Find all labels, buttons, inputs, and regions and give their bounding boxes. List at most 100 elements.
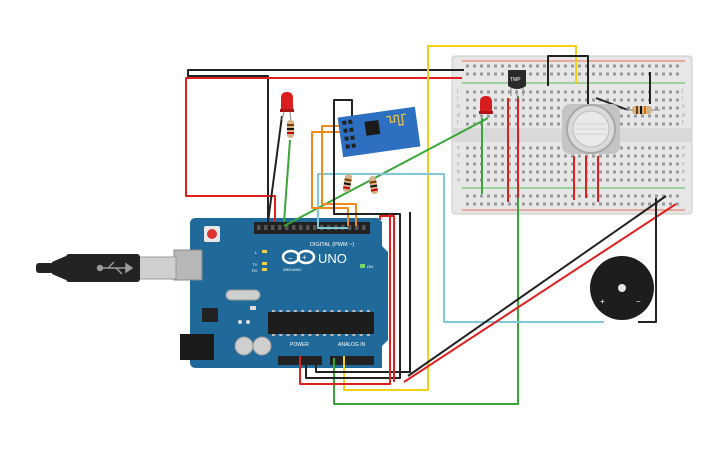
- breadboard-hole[interactable]: [466, 114, 469, 118]
- breadboard-hole[interactable]: [529, 154, 532, 158]
- breadboard-hole[interactable]: [557, 162, 560, 166]
- breadboard-hole[interactable]: [550, 146, 553, 150]
- breadboard-hole[interactable]: [536, 194, 539, 198]
- breadboard-hole[interactable]: [529, 170, 532, 174]
- breadboard-hole[interactable]: [578, 90, 581, 94]
- breadboard-hole[interactable]: [564, 154, 567, 158]
- breadboard-hole[interactable]: [655, 98, 658, 102]
- breadboard-hole[interactable]: [655, 170, 658, 174]
- breadboard-hole[interactable]: [515, 122, 518, 126]
- breadboard-hole[interactable]: [543, 122, 546, 126]
- breadboard-hole[interactable]: [627, 194, 630, 198]
- breadboard-hole[interactable]: [508, 170, 511, 174]
- wire-black-buzzer[interactable]: [638, 198, 657, 323]
- breadboard-hole[interactable]: [613, 98, 616, 102]
- breadboard-hole[interactable]: [473, 194, 476, 198]
- breadboard-hole[interactable]: [515, 154, 518, 158]
- breadboard-hole[interactable]: [473, 146, 476, 150]
- breadboard-hole[interactable]: [487, 64, 490, 68]
- breadboard-hole[interactable]: [655, 72, 658, 76]
- breadboard-hole[interactable]: [564, 90, 567, 94]
- breadboard-hole[interactable]: [550, 106, 553, 110]
- breadboard-hole[interactable]: [655, 64, 658, 68]
- breadboard-hole[interactable]: [494, 202, 497, 206]
- breadboard-hole[interactable]: [536, 146, 539, 150]
- breadboard-hole[interactable]: [480, 114, 483, 118]
- breadboard-hole[interactable]: [536, 178, 539, 182]
- breadboard-hole[interactable]: [620, 154, 623, 158]
- breadboard-hole[interactable]: [529, 178, 532, 182]
- breadboard-hole[interactable]: [620, 194, 623, 198]
- breadboard-hole[interactable]: [627, 106, 630, 110]
- breadboard-hole[interactable]: [522, 162, 525, 166]
- breadboard-hole[interactable]: [473, 154, 476, 158]
- breadboard-hole[interactable]: [501, 122, 504, 126]
- breadboard-hole[interactable]: [501, 98, 504, 102]
- breadboard-hole[interactable]: [564, 202, 567, 206]
- breadboard-hole[interactable]: [550, 72, 553, 76]
- breadboard-hole[interactable]: [662, 146, 665, 150]
- breadboard-hole[interactable]: [564, 194, 567, 198]
- breadboard-hole[interactable]: [669, 106, 672, 110]
- breadboard-hole[interactable]: [543, 202, 546, 206]
- breadboard-hole[interactable]: [536, 90, 539, 94]
- breadboard-hole[interactable]: [578, 72, 581, 76]
- breadboard-hole[interactable]: [571, 178, 574, 182]
- breadboard-hole[interactable]: [592, 98, 595, 102]
- breadboard-hole[interactable]: [494, 72, 497, 76]
- breadboard-hole[interactable]: [620, 170, 623, 174]
- breadboard-hole[interactable]: [662, 98, 665, 102]
- breadboard-hole[interactable]: [473, 72, 476, 76]
- breadboard-hole[interactable]: [571, 64, 574, 68]
- breadboard-hole[interactable]: [655, 114, 658, 118]
- breadboard-hole[interactable]: [578, 154, 581, 158]
- breadboard-hole[interactable]: [655, 162, 658, 166]
- breadboard-hole[interactable]: [641, 162, 644, 166]
- breadboard-hole[interactable]: [620, 122, 623, 126]
- digital-pin[interactable]: [313, 225, 317, 230]
- breadboard-hole[interactable]: [515, 106, 518, 110]
- breadboard-hole[interactable]: [620, 162, 623, 166]
- breadboard-hole[interactable]: [536, 154, 539, 158]
- breadboard-hole[interactable]: [634, 194, 637, 198]
- breadboard-hole[interactable]: [564, 98, 567, 102]
- breadboard-hole[interactable]: [550, 64, 553, 68]
- breadboard-hole[interactable]: [522, 106, 525, 110]
- breadboard-hole[interactable]: [501, 178, 504, 182]
- breadboard-hole[interactable]: [494, 178, 497, 182]
- led-left[interactable]: [280, 92, 294, 123]
- breadboard-hole[interactable]: [536, 98, 539, 102]
- wire-cyan-buzzer[interactable]: [317, 173, 604, 323]
- breadboard-hole[interactable]: [641, 98, 644, 102]
- breadboard-hole[interactable]: [655, 122, 658, 126]
- breadboard-hole[interactable]: [550, 162, 553, 166]
- breadboard-hole[interactable]: [585, 202, 588, 206]
- digital-pin[interactable]: [299, 225, 303, 230]
- breadboard-hole[interactable]: [634, 114, 637, 118]
- breadboard-hole[interactable]: [522, 202, 525, 206]
- breadboard-hole[interactable]: [501, 72, 504, 76]
- breadboard-hole[interactable]: [522, 170, 525, 174]
- breadboard-hole[interactable]: [634, 90, 637, 94]
- breadboard-hole[interactable]: [669, 194, 672, 198]
- breadboard-hole[interactable]: [508, 202, 511, 206]
- breadboard-hole[interactable]: [487, 72, 490, 76]
- breadboard-hole[interactable]: [599, 170, 602, 174]
- breadboard-hole[interactable]: [557, 178, 560, 182]
- breadboard-hole[interactable]: [466, 146, 469, 150]
- breadboard-hole[interactable]: [627, 114, 630, 118]
- breadboard-hole[interactable]: [669, 90, 672, 94]
- breadboard-hole[interactable]: [522, 114, 525, 118]
- breadboard-hole[interactable]: [634, 178, 637, 182]
- breadboard-hole[interactable]: [466, 90, 469, 94]
- breadboard-hole[interactable]: [564, 178, 567, 182]
- breadboard-hole[interactable]: [515, 170, 518, 174]
- breadboard-hole[interactable]: [676, 146, 679, 150]
- breadboard-hole[interactable]: [550, 178, 553, 182]
- breadboard-hole[interactable]: [599, 178, 602, 182]
- breadboard-hole[interactable]: [669, 202, 672, 206]
- breadboard-hole[interactable]: [641, 72, 644, 76]
- breadboard-hole[interactable]: [529, 146, 532, 150]
- breadboard-hole[interactable]: [557, 90, 560, 94]
- breadboard-hole[interactable]: [655, 154, 658, 158]
